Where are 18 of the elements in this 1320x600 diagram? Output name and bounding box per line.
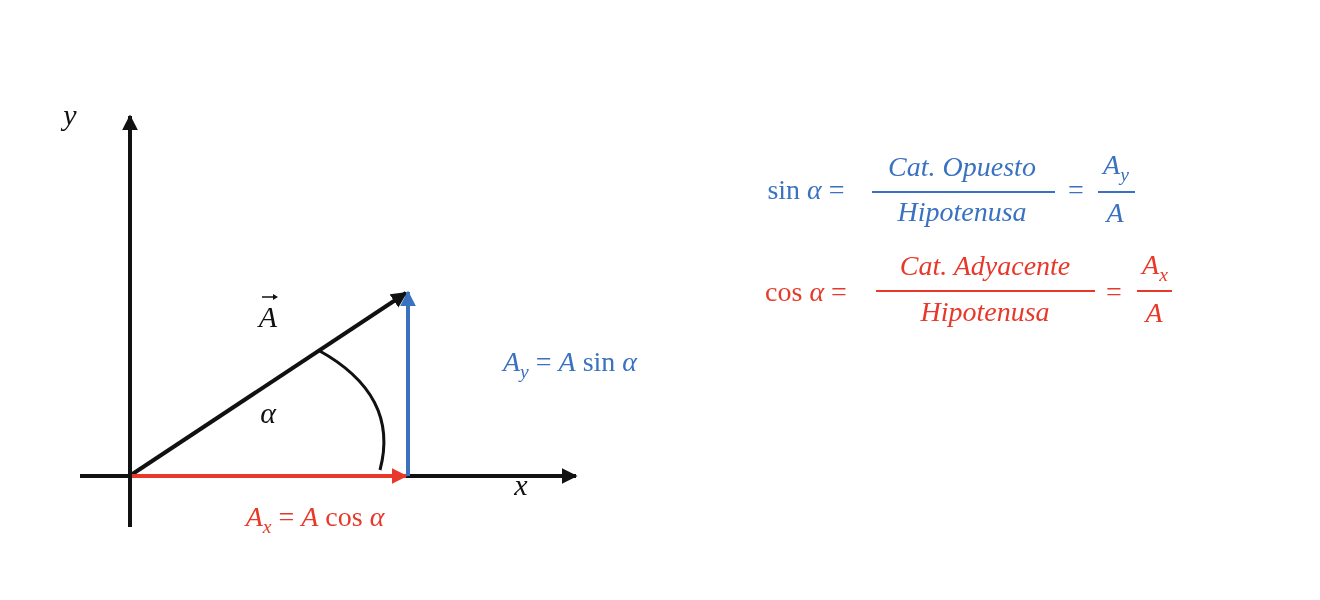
- fraction-denominator: Hipotenusa: [920, 296, 1050, 328]
- angle-label: α: [260, 395, 276, 429]
- vector-label: A: [258, 299, 278, 333]
- axis-label: x: [514, 467, 528, 501]
- fraction-numerator: Cat. Opuesto: [888, 151, 1036, 183]
- equals-sign: =: [1068, 174, 1084, 206]
- fraction-numerator: A$_{x}$: [1142, 250, 1168, 286]
- component-label: A$_{x}$ = A cos α: [245, 502, 385, 538]
- equals-sign: =: [1106, 276, 1122, 308]
- fraction-denominator: Hipotenusa: [897, 196, 1027, 228]
- fraction-numerator: A$_{y}$: [1103, 150, 1129, 186]
- fraction-denominator: A: [1106, 197, 1124, 229]
- fraction-numerator: Cat. Adyacente: [899, 250, 1071, 282]
- formula-text: cos α =: [765, 276, 847, 308]
- fraction-denominator: A: [1145, 297, 1163, 329]
- component-label: A$_{y}$ = A sin α: [502, 347, 638, 383]
- axis-label: y: [63, 97, 77, 131]
- formula-text: sin α =: [767, 174, 845, 206]
